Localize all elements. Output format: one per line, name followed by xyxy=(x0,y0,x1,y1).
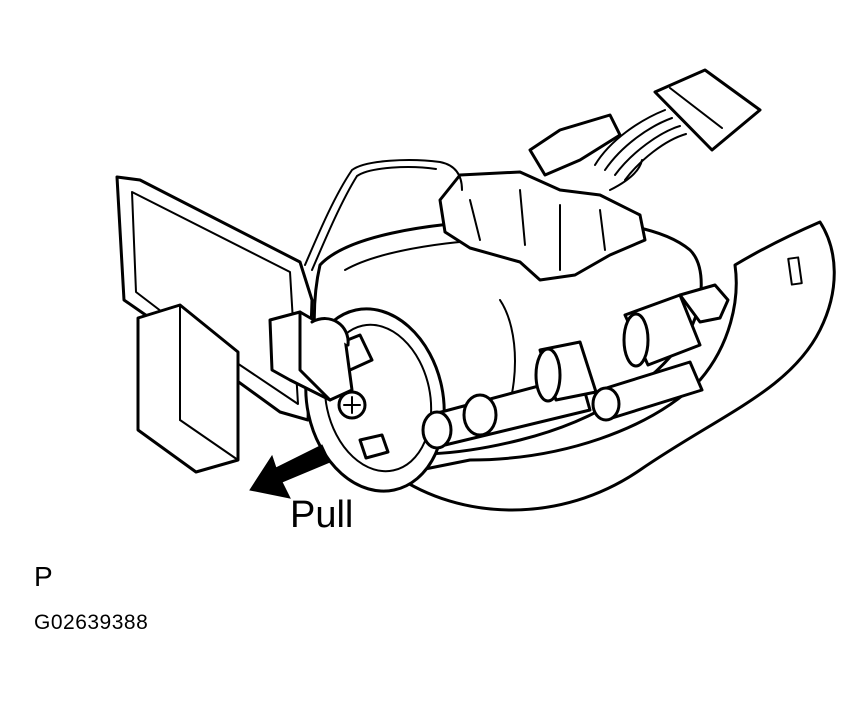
mounting-block xyxy=(136,303,240,474)
wire-harness xyxy=(594,68,762,191)
pull-connector xyxy=(268,310,354,402)
wiring-connector-block xyxy=(438,113,647,282)
center-screw xyxy=(337,390,367,420)
pull-arrow xyxy=(249,444,331,499)
figure-id: G02639388 xyxy=(34,611,149,634)
upper-wire-loop xyxy=(304,159,463,271)
pull-label: Pull xyxy=(290,494,354,536)
lever-shafts xyxy=(421,283,730,450)
view-letter: P xyxy=(34,561,53,592)
